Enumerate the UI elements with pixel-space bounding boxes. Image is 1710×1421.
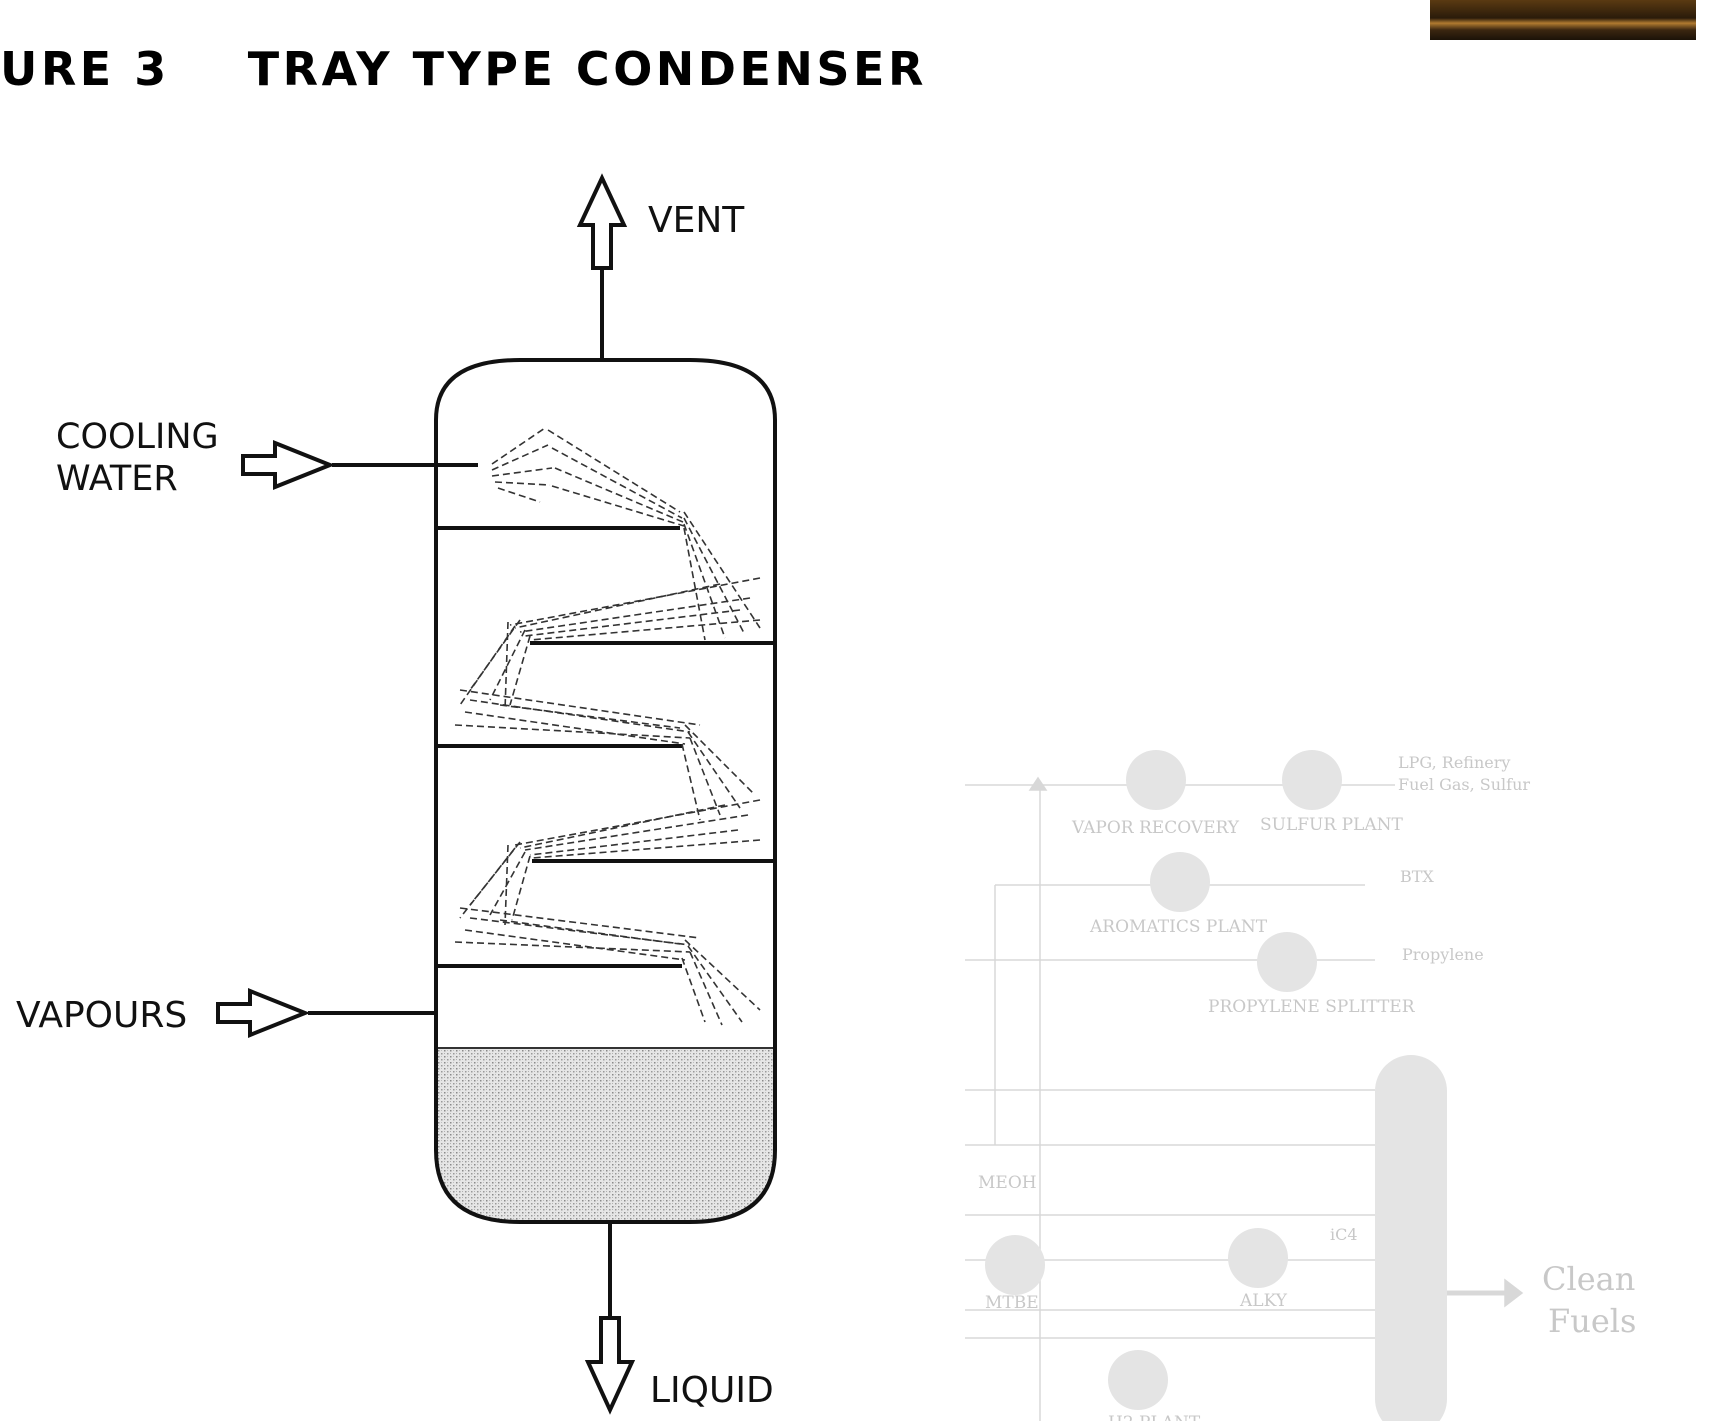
blending-column [1375,1055,1447,1421]
svg-text:Fuels: Fuels [1548,1302,1636,1340]
h2-plant-unit [1108,1350,1168,1410]
svg-text:Clean: Clean [1542,1260,1635,1298]
cooling-water-inlet: COOLING WATER [56,417,478,499]
svg-text:BTX: BTX [1400,867,1434,886]
cooling-water-label-line2: WATER [56,459,178,499]
svg-text:PROPYLENE SPLITTER: PROPYLENE SPLITTER [1208,997,1416,1017]
propylene-splitter-unit [1257,932,1317,992]
cooling-water-label-line1: COOLING [56,417,219,457]
sulfur-plant-unit [1282,750,1342,810]
vent-arrow-icon [576,173,628,270]
condenser-vessel-shell [434,358,777,1224]
trays [436,526,775,968]
liquid-outlet: LIQUID [584,1222,774,1415]
svg-text:Fuel Gas, Sulfur: Fuel Gas, Sulfur [1398,775,1530,794]
vent-outlet: VENT [576,173,745,360]
svg-text:MTBE: MTBE [985,1293,1039,1313]
svg-text:H2 PLANT: H2 PLANT [1108,1413,1201,1421]
svg-text:ALKY: ALKY [1239,1291,1288,1311]
background-process-labels: VAPOR RECOVERY SULFUR PLANT LPG, Refiner… [978,753,1636,1421]
vapours-inlet: VAPOURS [16,988,436,1038]
aromatics-plant-unit [1150,852,1210,912]
corner-photo-fragment [1430,0,1696,40]
alky-unit [1228,1228,1288,1288]
svg-text:Propylene: Propylene [1402,945,1484,964]
water-cascade [454,427,761,1026]
vent-label: VENT [648,200,745,241]
svg-text:SULFUR PLANT: SULFUR PLANT [1260,815,1403,835]
svg-text:AROMATICS PLANT: AROMATICS PLANT [1089,917,1268,937]
liquid-arrow-icon [584,1316,636,1415]
page-title: URE 3 TRAY TYPE CONDENSER [0,42,927,96]
cooling-water-arrow-icon [241,440,336,490]
svg-text:MEOH: MEOH [978,1173,1037,1193]
background-process-units [985,750,1447,1421]
liquid-label: LIQUID [650,1370,774,1411]
svg-text:iC4: iC4 [1330,1225,1358,1244]
vapours-arrow-icon [216,988,311,1038]
vapor-recovery-unit [1126,750,1186,810]
svg-text:VAPOR RECOVERY: VAPOR RECOVERY [1071,818,1240,838]
vapours-label: VAPOURS [16,995,187,1036]
svg-text:LPG, Refinery: LPG, Refinery [1398,753,1510,772]
mtbe-unit [985,1235,1045,1295]
liquid-pool [436,1048,775,1222]
